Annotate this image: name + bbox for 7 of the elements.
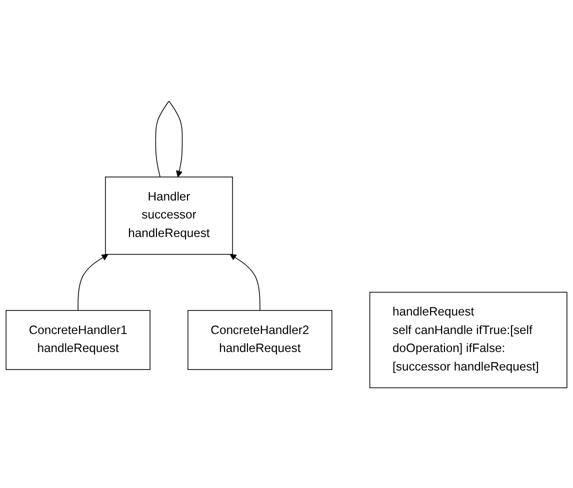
node-box: ConcreteHandler2 handleRequest [188, 310, 332, 370]
node-box: ConcreteHandler1 handleRequest [6, 310, 150, 370]
node-box: handleRequest self canHandle ifTrue:[self doOperation] ifFalse:[successor handleRequest] [369, 291, 568, 388]
node-box: Handler successor handleRequest [105, 176, 233, 254]
arrow [230, 254, 260, 310]
arrow [155, 100, 183, 177]
arrow [78, 254, 108, 310]
